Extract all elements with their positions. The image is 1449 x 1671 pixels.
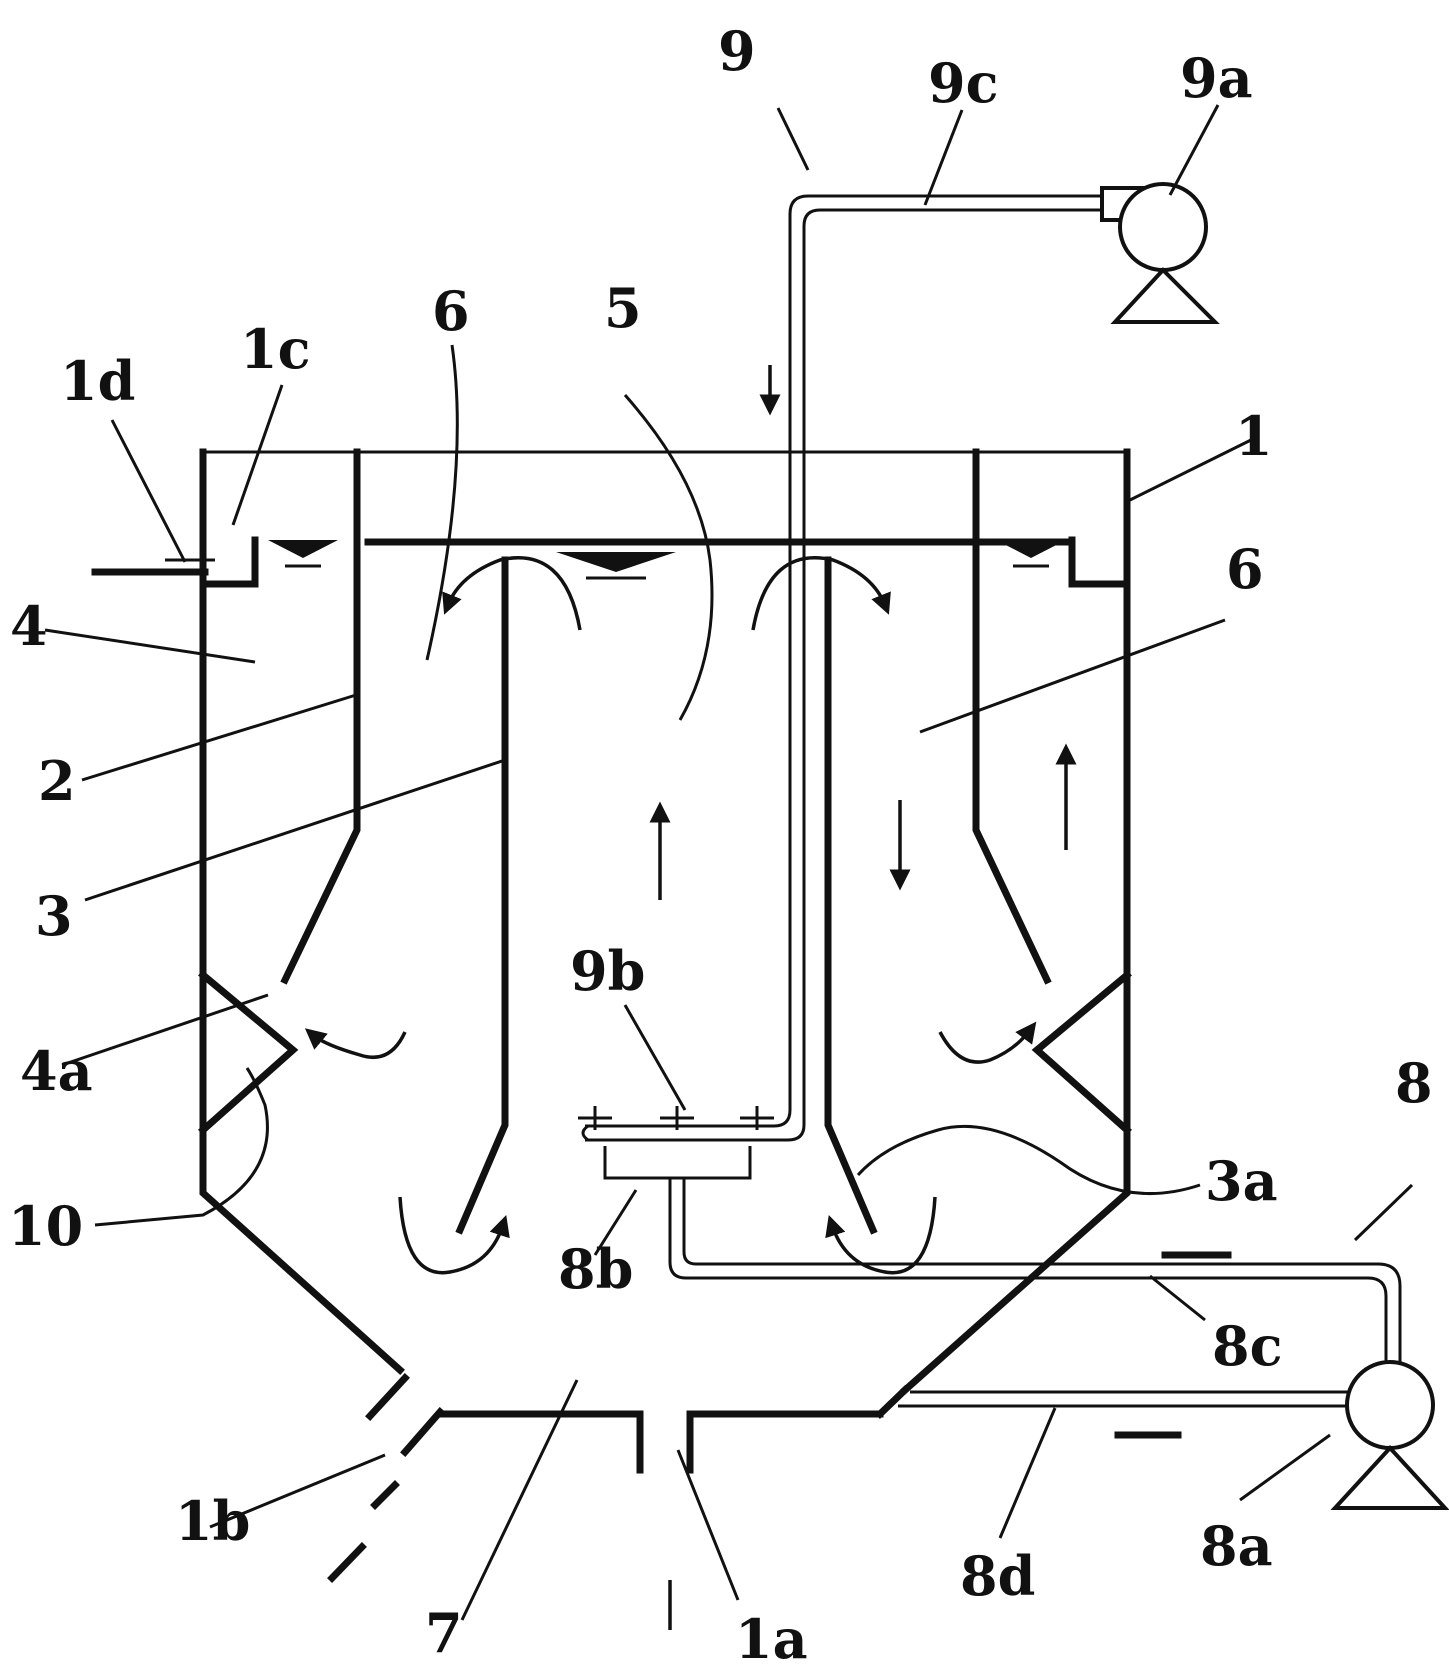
- label-7: 7: [425, 1601, 463, 1665]
- aerator-heads: [578, 1106, 774, 1142]
- guide-plate: [198, 970, 1132, 1135]
- label-1a: 1a: [735, 1607, 808, 1671]
- label-4: 4: [10, 594, 48, 658]
- flow-arrows: [304, 365, 1077, 1630]
- label-9: 9: [718, 19, 756, 83]
- label-8: 8: [1395, 1051, 1433, 1115]
- settling-baffle: [280, 448, 1052, 985]
- label-5: 5: [604, 276, 642, 340]
- label-9b: 9b: [570, 939, 645, 1003]
- label-1b: 1b: [175, 1489, 250, 1553]
- label-4a: 4a: [20, 1039, 93, 1103]
- blower-icon: [1100, 182, 1220, 324]
- label-8a: 8a: [1200, 1514, 1273, 1578]
- label-8b: 8b: [558, 1237, 633, 1301]
- label-8c: 8c: [1212, 1314, 1282, 1378]
- draft-tube: [455, 556, 878, 1235]
- aeration-pipe: [585, 194, 1105, 1142]
- label-10: 10: [8, 1194, 83, 1258]
- label-3a: 3a: [1205, 1149, 1278, 1213]
- label-6-right: 6: [1226, 537, 1264, 601]
- tank-outer-wall: [199, 448, 1131, 1395]
- tank-bottom: [365, 1373, 910, 1474]
- label-6-left: 6: [432, 279, 470, 343]
- label-1c: 1c: [240, 317, 310, 381]
- label-1: 1: [1235, 404, 1273, 468]
- label-3: 3: [35, 884, 73, 948]
- water-surface: [91, 536, 1131, 588]
- part-labels: 9 9c 9a 1d 1c 6 5 1 6 4 2 3 9b 4a 8 3a 1…: [8, 19, 1433, 1671]
- circulation-pump-icon: [1330, 1360, 1449, 1510]
- label-1d: 1d: [60, 349, 135, 413]
- label-9c: 9c: [928, 51, 998, 115]
- leader-lines: [44, 104, 1414, 1621]
- label-9a: 9a: [1180, 46, 1253, 110]
- water-level-symbols: [268, 540, 1066, 580]
- label-8d: 8d: [960, 1544, 1035, 1608]
- label-2: 2: [38, 749, 76, 813]
- circulation-piping: [603, 1146, 1402, 1439]
